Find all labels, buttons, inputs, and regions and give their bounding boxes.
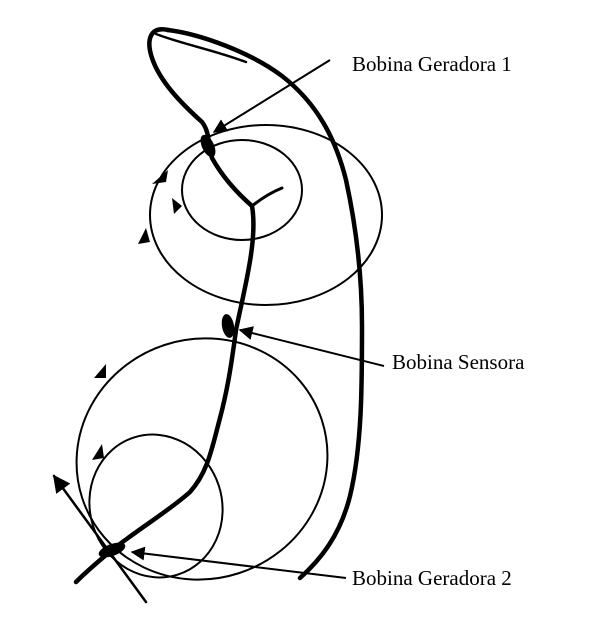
pointer-generator-1	[212, 59, 331, 133]
generator-coil-1-marker	[200, 134, 216, 158]
upper-outer-field-loop	[149, 124, 383, 306]
label-generator-coil-2: Bobina Geradora 2	[352, 566, 512, 590]
sensor-coil-marker	[221, 314, 235, 338]
generator-coil-2-marker	[98, 542, 126, 558]
pointer-generator-2	[130, 546, 347, 579]
upper-inner-field-loop	[181, 139, 303, 241]
object-outline	[73, 27, 365, 585]
field-arrow-2	[138, 228, 150, 244]
label-sensor-coil: Bobina Sensora	[392, 350, 525, 374]
coil-markers	[98, 134, 235, 558]
field-arrow-3	[172, 198, 182, 214]
field-direction-arrows	[92, 170, 182, 460]
field-arrow-1	[152, 170, 168, 184]
lower-inner-field-loop	[88, 433, 224, 579]
lower-field-lines	[75, 337, 329, 581]
lower-outer-field-loop	[75, 337, 329, 581]
label-generator-coil-1: Bobina Geradora 1	[352, 52, 512, 76]
field-arrow-4	[94, 364, 106, 378]
label-pointers	[130, 59, 385, 579]
orientation-vector	[52, 474, 148, 604]
pointer-sensor	[238, 326, 385, 367]
field-arrow-5	[92, 444, 104, 460]
upper-field-lines	[149, 124, 383, 306]
